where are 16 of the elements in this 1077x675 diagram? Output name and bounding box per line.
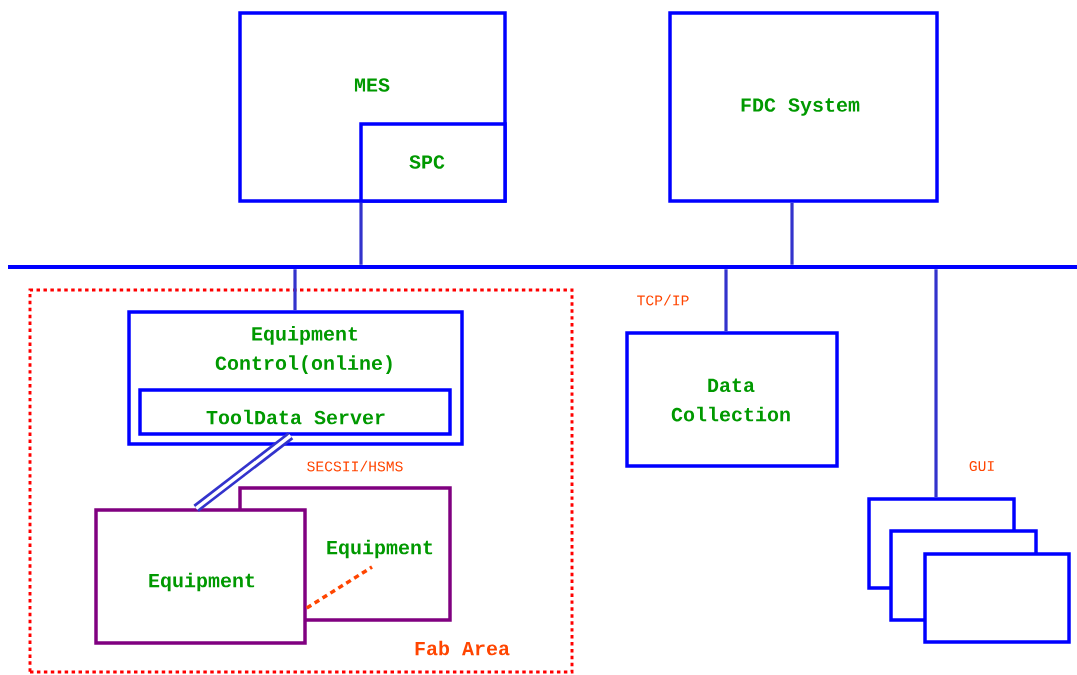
process-box: Data Collection (625, 331, 839, 468)
network-bus (8, 265, 1077, 269)
window-box (923, 552, 1071, 644)
protocol-label: TCP/IP (637, 294, 689, 306)
connector-line (359, 202, 363, 265)
connector-line (790, 202, 794, 265)
connector-line (724, 269, 728, 332)
equipment-box: Equipment (94, 508, 307, 645)
protocol-label: SECSII/HSMS (307, 460, 403, 472)
window-label: GUI (969, 461, 994, 471)
system-box: FDC System (668, 11, 939, 203)
module-box: SPC (359, 122, 507, 203)
double-line (193, 432, 294, 512)
connector-line (934, 269, 938, 498)
server-box: ToolData Server (138, 388, 452, 436)
connector-line (293, 269, 297, 311)
